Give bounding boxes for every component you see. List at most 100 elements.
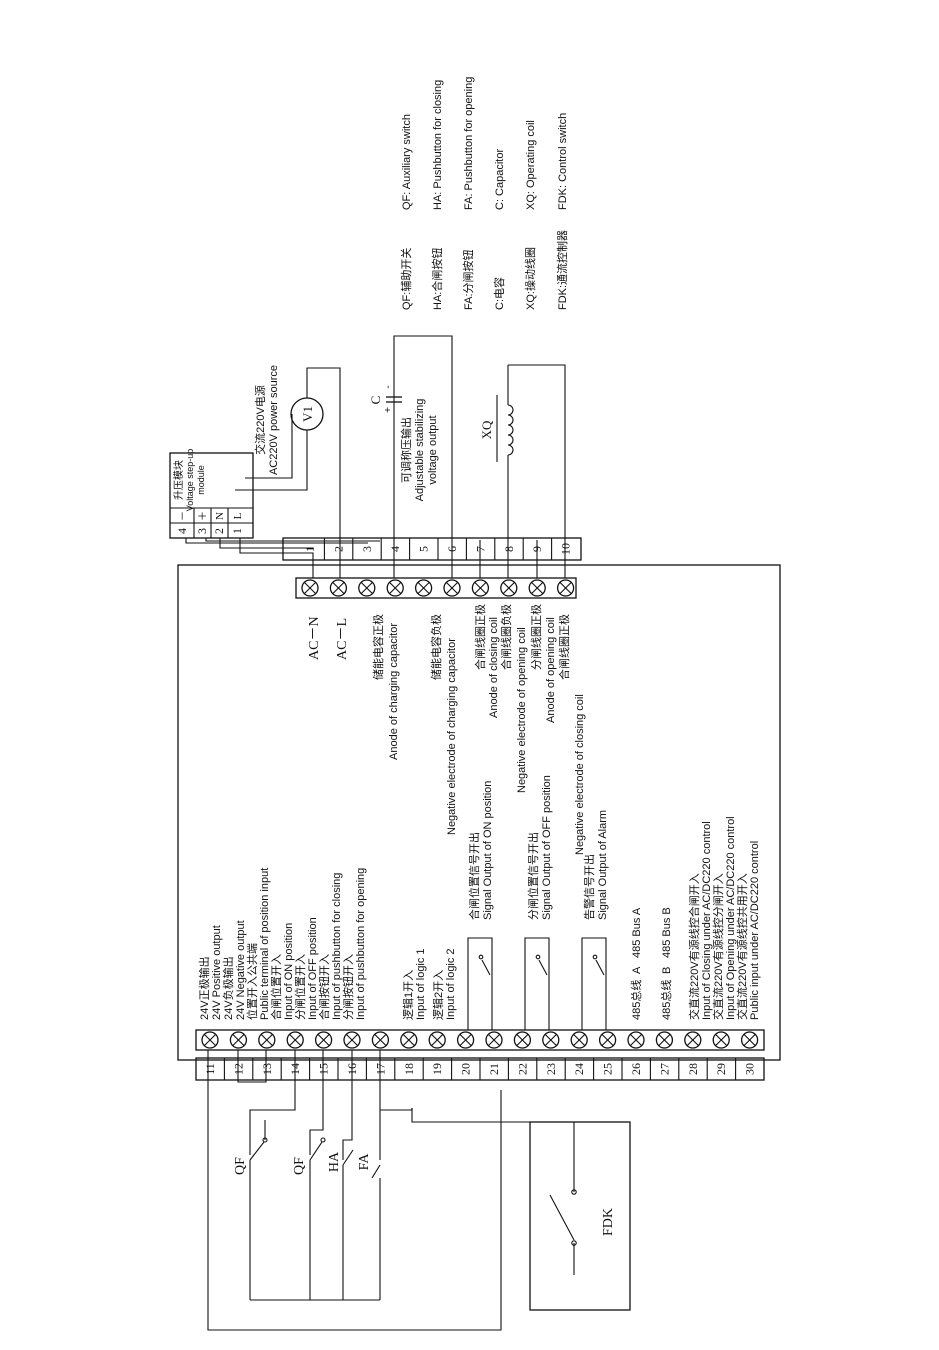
terminal-number: 22 [515,1063,529,1075]
module-pin-sign: N [214,512,226,520]
terminal-number: 27 [657,1063,671,1075]
power-source-label-en: AC220V power source [268,365,280,475]
operating-coil: XQ [479,365,514,578]
terminal-label-ac-n: AC－N [307,616,322,660]
terminal-label-en: Input of logic 2 [445,948,457,1020]
terminal-label-cn: 合闸位置开入 [269,954,283,1020]
terminal-label-cn: 告警信号开出 [582,854,596,920]
module-pin-number: 1 [230,528,244,534]
terminal-screw-icon [513,1031,532,1049]
terminal-label-cn: 485总线 [659,980,673,1020]
terminal-number: 11 [203,1063,217,1075]
terminal-label-en: Anode of charging capacitor [388,623,400,760]
terminal-number: 21 [487,1063,501,1075]
terminal-screw-icon [500,579,518,597]
module-pin-number: 2 [212,528,226,534]
terminal-screw-icon [570,1031,588,1049]
module-pin-sign: ＋ [198,511,209,521]
terminal-screw-icon [485,1031,503,1049]
legend-item-cn: C:电容 [492,277,506,310]
terminal-label-cn: 分闸位置信号开出 [526,832,540,920]
terminal-number: 9 [530,546,544,552]
terminal-label-cn: 合闸线圈负极 [499,604,513,670]
terminal-label-en: 24V Negative output [235,920,247,1020]
terminal-label-en: 485 Bus B [661,907,673,958]
terminal-label-cn: 合闸按钮开入 [317,954,331,1020]
terminal-label-en: Input of pushbutton for opening [355,868,367,1020]
terminal-number: 19 [430,1063,444,1075]
module-pin-number: 4 [175,528,189,534]
legend-item-cn: HA:合闸按钮 [430,248,444,310]
terminal-label-cn: 分闸按钮开入 [341,954,355,1020]
terminal-screw-icon [400,1031,418,1049]
output-label-cn: 可调称压输出 [399,417,413,483]
terminal-label-cn: 分闸线圈正极 [529,604,543,670]
terminal-screw-icon [443,579,461,597]
terminal-label-en: Signal Output of Alarm [597,810,609,920]
terminal-number: 25 [601,1063,615,1075]
module-name-cn: 升压模块 [173,460,185,500]
terminal-label-en: Negative electrode of closing coil [574,694,586,855]
terminal-label-en: Anode of closing coil [488,617,500,718]
terminal-label-cn: 逻辑2开入 [431,970,445,1020]
bottom-terminal-strip [195,1029,765,1051]
terminal-screw-icon [329,579,348,597]
terminal-number: 28 [686,1063,700,1075]
terminal-screw-icon [655,1031,674,1049]
terminal-screw-icon [386,579,404,597]
terminal-number: 8 [502,546,516,552]
terminal-label-cn: 合闸位置信号开出 [467,832,481,920]
terminal-label-en: Negative electrode of charging capacitor [446,638,458,835]
power-source: V1 交流220V电源 AC220V power source [253,365,324,475]
terminal-screw-icon [343,1031,361,1049]
terminal-number: 30 [743,1063,757,1075]
module-pin-sign: L [232,512,244,519]
internal-relays [467,937,607,1030]
terminal-number: 7 [473,546,487,552]
terminal-label-en: Input of OFF position [307,917,319,1020]
fa-switch-label: FA [357,1153,372,1171]
terminal-number: 5 [417,546,431,552]
terminal-label-en: Input of Opening under AC/DC220 control [725,816,737,1020]
legend-item-en: XQ: Operating coil [525,120,537,210]
terminal-label-en: Public terminal of position input [259,868,271,1020]
terminal-number: 15 [317,1063,331,1075]
top-terminal-labels: AC－N AC－L 储能电容正极 Anode of charging capac… [307,604,586,855]
terminal-label-cn: 逻辑1开入 [401,970,415,1020]
capacitor-plus-sign: + [383,407,394,413]
terminal-label-en: Public input under AC/DC220 control [749,841,761,1020]
terminal-label-cn: 位置开入公共端 [245,943,259,1020]
bottom-terminal-labels: 24V正极输出 24V Positive output 24V负极输出 24V … [197,775,761,1020]
module-pin-sign: － [178,511,189,521]
legend-item-en: HA: Pushbutton for closing [432,80,444,210]
terminal-label-en: 485 Bus A [631,907,643,958]
terminal-screw-icon [528,579,546,597]
legend-item-cn: QF:辅助开关 [399,248,413,310]
terminal-number: 4 [388,546,402,552]
terminal-label-en: Signal Output of ON position [482,781,494,920]
qf-switch-label: QF [233,1157,248,1175]
terminal-screw-icon [456,1031,475,1049]
terminal-number: 3 [360,546,374,552]
coil-label: XQ [479,420,494,439]
terminal-number: 1 [303,546,317,552]
legend-item-en: C: Capacitor [494,149,506,210]
terminal-screw-icon [740,1031,759,1049]
terminal-label-en: Input of Closing under AC/DC220 control [701,821,713,1020]
terminal-screw-icon [414,579,433,597]
capacitor: C + - [368,360,402,578]
terminal-label-cn: 交直流220V有源线控共用开入 [735,873,749,1020]
terminal-label-cn: 分闸位置开入 [293,954,307,1020]
capacitor-minus-sign: - [383,385,394,388]
terminal-label-en: Negative electrode of opening coil [516,627,528,793]
terminal-label-en: Input of pushbutton for closing [331,873,343,1020]
terminal-label-bus: B [661,967,673,974]
terminal-screw-icon [358,579,376,597]
terminal-number: 13 [260,1063,274,1075]
terminal-screw-icon [428,1031,446,1049]
terminal-screw-icon [542,1031,560,1049]
terminal-screw-icon [371,1031,390,1049]
terminal-number: 6 [445,546,459,552]
legend-item-en: FDK: Control switch [557,113,569,210]
